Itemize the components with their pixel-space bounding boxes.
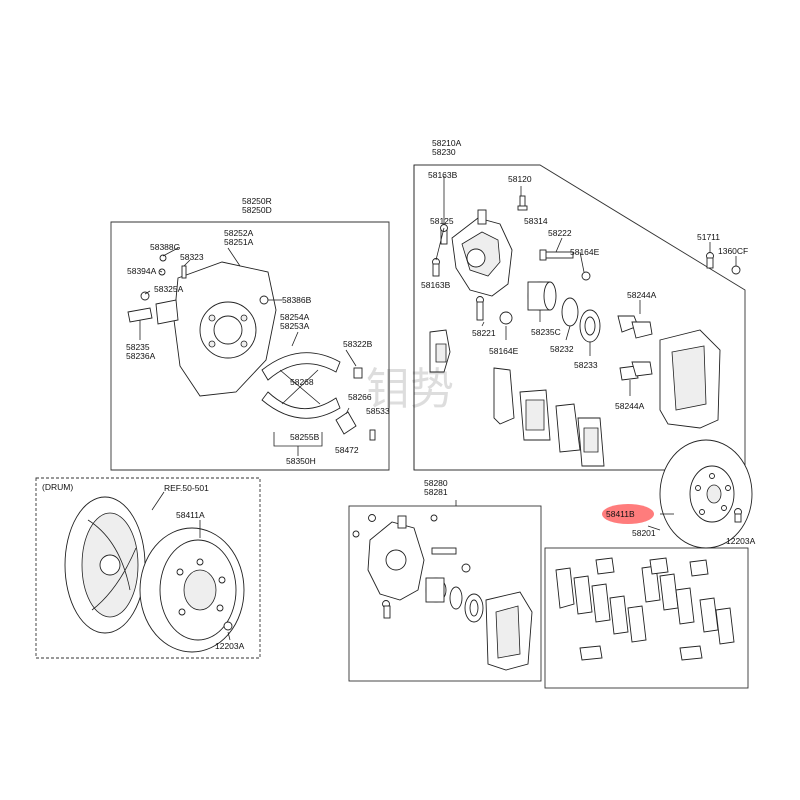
label-58268: 58268 [290, 377, 314, 387]
label-58394A: 58394A [127, 266, 157, 276]
label-58386B: 58386B [282, 295, 312, 305]
label-58251A: 58251A [224, 237, 254, 247]
label-58325A: 58325A [154, 284, 184, 294]
label-58255B: 58255B [290, 432, 320, 442]
label-58233: 58233 [574, 360, 598, 370]
label-58163B-top: 58163B [428, 170, 458, 180]
label-58244A-top: 58244A [627, 290, 657, 300]
nut-1360CF [731, 265, 741, 275]
pad-clips-bot [619, 361, 653, 381]
label-58222: 58222 [548, 228, 572, 238]
label-58411B: 58411B [606, 509, 635, 519]
bleeder-screw [517, 195, 528, 211]
parking-brake-box [110, 221, 390, 471]
backing-plate [173, 261, 277, 397]
bolt-58163B-bot [432, 258, 440, 277]
pad-clips-top [617, 315, 653, 339]
label-51711: 51711 [697, 232, 720, 242]
label-58221: 58221 [472, 328, 496, 338]
label-58164E-top: 58164E [570, 247, 600, 257]
brake-shoes [261, 352, 341, 419]
label-58266: 58266 [348, 392, 372, 402]
label-58250R: 58250R [242, 196, 272, 206]
lower-carrier-bracket [485, 591, 533, 671]
bolt-58221 [476, 296, 484, 321]
label-58230: 58230 [432, 147, 456, 157]
lower-caliper-body [367, 515, 425, 601]
lower-guide-pin [431, 547, 471, 573]
brake-pad-right [555, 403, 605, 467]
label-58125: 58125 [430, 216, 454, 226]
hold-down-pin [259, 295, 269, 305]
highlight-marker [602, 504, 654, 524]
guide-pin [539, 249, 591, 281]
small-parts-left [127, 254, 187, 325]
label-12203A-drum: 12203A [215, 641, 245, 651]
label-58236A: 58236A [126, 351, 156, 361]
bushing-58164E [499, 311, 513, 325]
label-ref: REF.50-501 [164, 483, 209, 493]
label-1360CF: 1360CF [718, 246, 748, 256]
label-58314: 58314 [524, 216, 548, 226]
label-58281: 58281 [424, 487, 448, 497]
label-58322B: 58322B [343, 339, 373, 349]
brake-pad-mid [493, 367, 551, 441]
brake-drum [139, 527, 245, 653]
watermark-text: 钼势 [366, 364, 454, 415]
label-58250D: 58250D [242, 205, 272, 215]
label-58232: 58232 [550, 344, 574, 354]
label-58252A: 58252A [224, 228, 254, 238]
label-58235C: 58235C [531, 327, 561, 337]
bolt-51711 [706, 252, 714, 269]
label-drum: (DRUM) [42, 482, 73, 492]
caliper-body [451, 209, 513, 297]
label-58254A: 58254A [280, 312, 310, 322]
pad-kit-box [544, 547, 749, 689]
pad-kit-clips [579, 557, 709, 661]
lower-caliper-box [348, 505, 542, 682]
drum-box [35, 477, 261, 659]
label-58120: 58120 [508, 174, 532, 184]
label-58163B-bot: 58163B [421, 280, 451, 290]
piston [527, 281, 557, 311]
label-58253A: 58253A [280, 321, 310, 331]
brake-pad-left [429, 329, 451, 373]
brake-disc [659, 439, 753, 549]
label-58472: 58472 [335, 445, 359, 455]
lower-piston [425, 577, 447, 603]
drum-backing-assembly [64, 496, 146, 634]
piston-seal [561, 297, 579, 327]
label-58235: 58235 [126, 342, 150, 352]
label-58323: 58323 [180, 252, 204, 262]
disc-screw [734, 508, 742, 523]
label-58350H: 58350H [286, 456, 316, 466]
pad-kit-pads [555, 565, 735, 645]
carrier-bracket [659, 329, 721, 429]
label-58533: 58533 [366, 406, 390, 416]
label-58164E-bot: 58164E [489, 346, 519, 356]
bolt-58163B-top [440, 224, 448, 245]
label-58411A: 58411A [176, 510, 205, 520]
drum-screw [223, 621, 233, 631]
label-58244A-bot: 58244A [615, 401, 645, 411]
label-12203A-disc: 12203A [726, 536, 756, 546]
adjuster-parts [335, 367, 376, 441]
label-58201: 58201 [632, 528, 656, 538]
label-58210A: 58210A [432, 138, 462, 148]
label-58280: 58280 [424, 478, 448, 488]
label-58388G: 58388G [150, 242, 180, 252]
